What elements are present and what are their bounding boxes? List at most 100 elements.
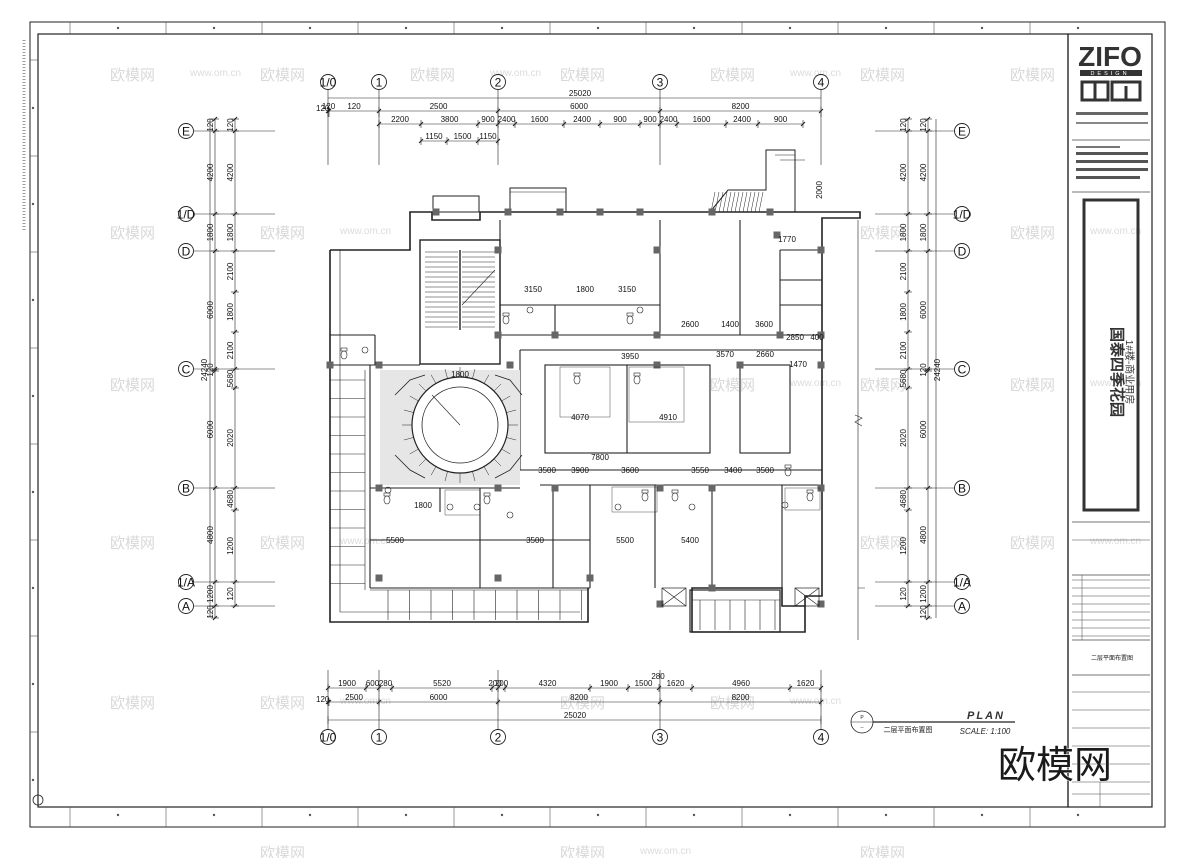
dimension-text: 4680: [899, 490, 908, 508]
grid-bubble-row-A-left-icon: [178, 598, 194, 614]
logo-sub-text: DESIGN: [1090, 71, 1129, 77]
room-dimension-text: 5500: [616, 536, 634, 545]
dimension-text: 2400: [573, 115, 591, 124]
room-dimension-text: 3500: [756, 466, 774, 475]
grid-bubble-row-D-right-icon: [954, 243, 970, 259]
watermark-url-text: www.om.cn: [189, 68, 241, 79]
grid-bubble-row-B-right-icon: [954, 480, 970, 496]
watermark-url-text: www.om.cn: [1089, 378, 1141, 389]
grid-bubble-row-C-left-icon: [178, 361, 194, 377]
room-dimension-text: 1400: [721, 320, 739, 329]
grid-bubble-row-E-left-label: E: [182, 125, 190, 139]
dimension-text: 120: [919, 118, 928, 132]
structural-columns: [326, 208, 825, 608]
grid-bubble-col-4-top-label: 4: [818, 76, 825, 90]
room-dimension-text: 1770: [778, 235, 796, 244]
svg-text:--: --: [860, 725, 864, 731]
grid-bubble-col-1-0a-top-label: 1/0: [320, 76, 337, 90]
overall-top-dimension: 25020: [569, 89, 592, 98]
watermark-url-text: www.om.cn: [339, 226, 391, 237]
watermark-brand-text: 欧模网: [860, 534, 905, 552]
dimension-text: 900: [481, 115, 495, 124]
dimension-layer: [209, 97, 937, 724]
dimension-text: 120: [919, 605, 928, 619]
watermark-brand-text: 欧模网: [260, 224, 305, 242]
dimension-text: 1150: [479, 132, 497, 141]
watermark-brand-text: 欧模网: [410, 66, 455, 84]
grid-bubble-row-A-right-icon: [954, 598, 970, 614]
room-dimension-text: 3550: [691, 466, 709, 475]
dimension-text: 4200: [226, 163, 235, 181]
dimension-text: 1500: [454, 132, 472, 141]
dimension-text: 6000: [570, 102, 588, 111]
watermark-brand-text: 欧模网: [260, 844, 305, 858]
dimension-text: 120: [899, 118, 908, 132]
watermark-brand-text: 欧模网: [860, 224, 905, 242]
room-dimension-text: 4910: [659, 413, 677, 422]
grid-bubble-row-A-right-label: A: [958, 600, 966, 614]
dimension-text: 600: [366, 679, 380, 688]
title-block-rows: [1072, 691, 1150, 807]
title-block: ZIFO DESIGN 国泰四季花园 1#楼-商业用房 二层平面布置图: [1072, 41, 1150, 807]
grid-bubble-row-1-A-right-icon: [954, 574, 970, 590]
grid-bubble-row-1-D-left-icon: [178, 206, 194, 222]
dimension-text: 1200: [206, 585, 215, 603]
dimension-text: 2500: [430, 102, 448, 111]
dimension-text: 1800: [919, 223, 928, 241]
grid-bubble-col-2-top-icon: [490, 74, 506, 90]
watermark-brand-text: 欧模网: [110, 534, 155, 552]
dimension-text: 5520: [433, 679, 451, 688]
plan-title-text: 二层平面布置图: [884, 725, 933, 734]
watermark-brand-text: 欧模网: [260, 694, 305, 712]
room-dimension-text: 7800: [591, 453, 609, 462]
watermark-brand-text: 欧模网: [110, 694, 155, 712]
room-dimension-text: 5400: [681, 536, 699, 545]
grid-bubble-row-C-right-label: C: [958, 363, 967, 377]
grid-bubble-row-1-A-right-label: 1/A: [953, 576, 971, 590]
watermark-brand-text: 欧模网: [110, 224, 155, 242]
room-dimension-text: 3600: [621, 466, 639, 475]
project-name-text: 国泰四季花园: [1108, 327, 1126, 417]
dimension-text: 120: [316, 695, 330, 704]
watermark-brand-text: 欧模网: [560, 66, 605, 84]
room-dimension-text: 400: [810, 333, 824, 342]
watermark-url-text: www.om.cn: [489, 68, 541, 79]
dimension-text: 120: [206, 118, 215, 132]
room-dimension-text: 1470: [789, 360, 807, 369]
grid-bubble-col-2-top-label: 2: [495, 76, 502, 90]
room-dimension-text: 1800: [451, 370, 469, 379]
grid-bubble-row-1-D-left-label: 1/D: [177, 208, 196, 222]
grid-bubble-row-B-left-label: B: [182, 482, 190, 496]
dimension-text: 4800: [919, 526, 928, 544]
dimension-text: 120: [316, 104, 330, 113]
room-dimension-text: 2660: [756, 350, 774, 359]
dimension-text: 1800: [226, 303, 235, 321]
dimension-text: 2400: [733, 115, 751, 124]
watermark-brand-text: 欧模网: [860, 66, 905, 84]
room-dimension-text: 1800: [414, 501, 432, 510]
dimension-text: 3800: [441, 115, 459, 124]
dimension-text: 4800: [206, 526, 215, 544]
dimension-text: 1200: [919, 585, 928, 603]
dimension-text: 900: [643, 115, 657, 124]
left-balcony-strip: [330, 370, 366, 590]
grid-bubble-col-2-bottom-label: 2: [495, 731, 502, 745]
watermark-brand-text: 欧模网: [860, 844, 905, 858]
watermark-brand-text: 欧模网: [860, 376, 905, 394]
dimension-text: 1800: [206, 223, 215, 241]
border-ticks: [30, 22, 1080, 827]
room-dimension-text: 2850: [786, 333, 804, 342]
watermark-brand-text: 欧模网: [560, 694, 605, 712]
dimension-text: 1900: [338, 679, 356, 688]
room-dimension-text: 3150: [618, 285, 636, 294]
dimension-text: 200: [495, 679, 509, 688]
grid-bubble-row-1-A-left-label: 1/A: [177, 576, 195, 590]
grid-bubble-col-4-top-icon: [813, 74, 829, 90]
dimension-text: 2020: [226, 429, 235, 447]
dimension-text: 2100: [899, 341, 908, 359]
dimension-text: 200: [488, 679, 502, 688]
room-dimension-text: 3400: [724, 466, 742, 475]
svg-text:P: P: [860, 715, 864, 721]
grid-bubble-row-1-D-right-icon: [954, 206, 970, 222]
